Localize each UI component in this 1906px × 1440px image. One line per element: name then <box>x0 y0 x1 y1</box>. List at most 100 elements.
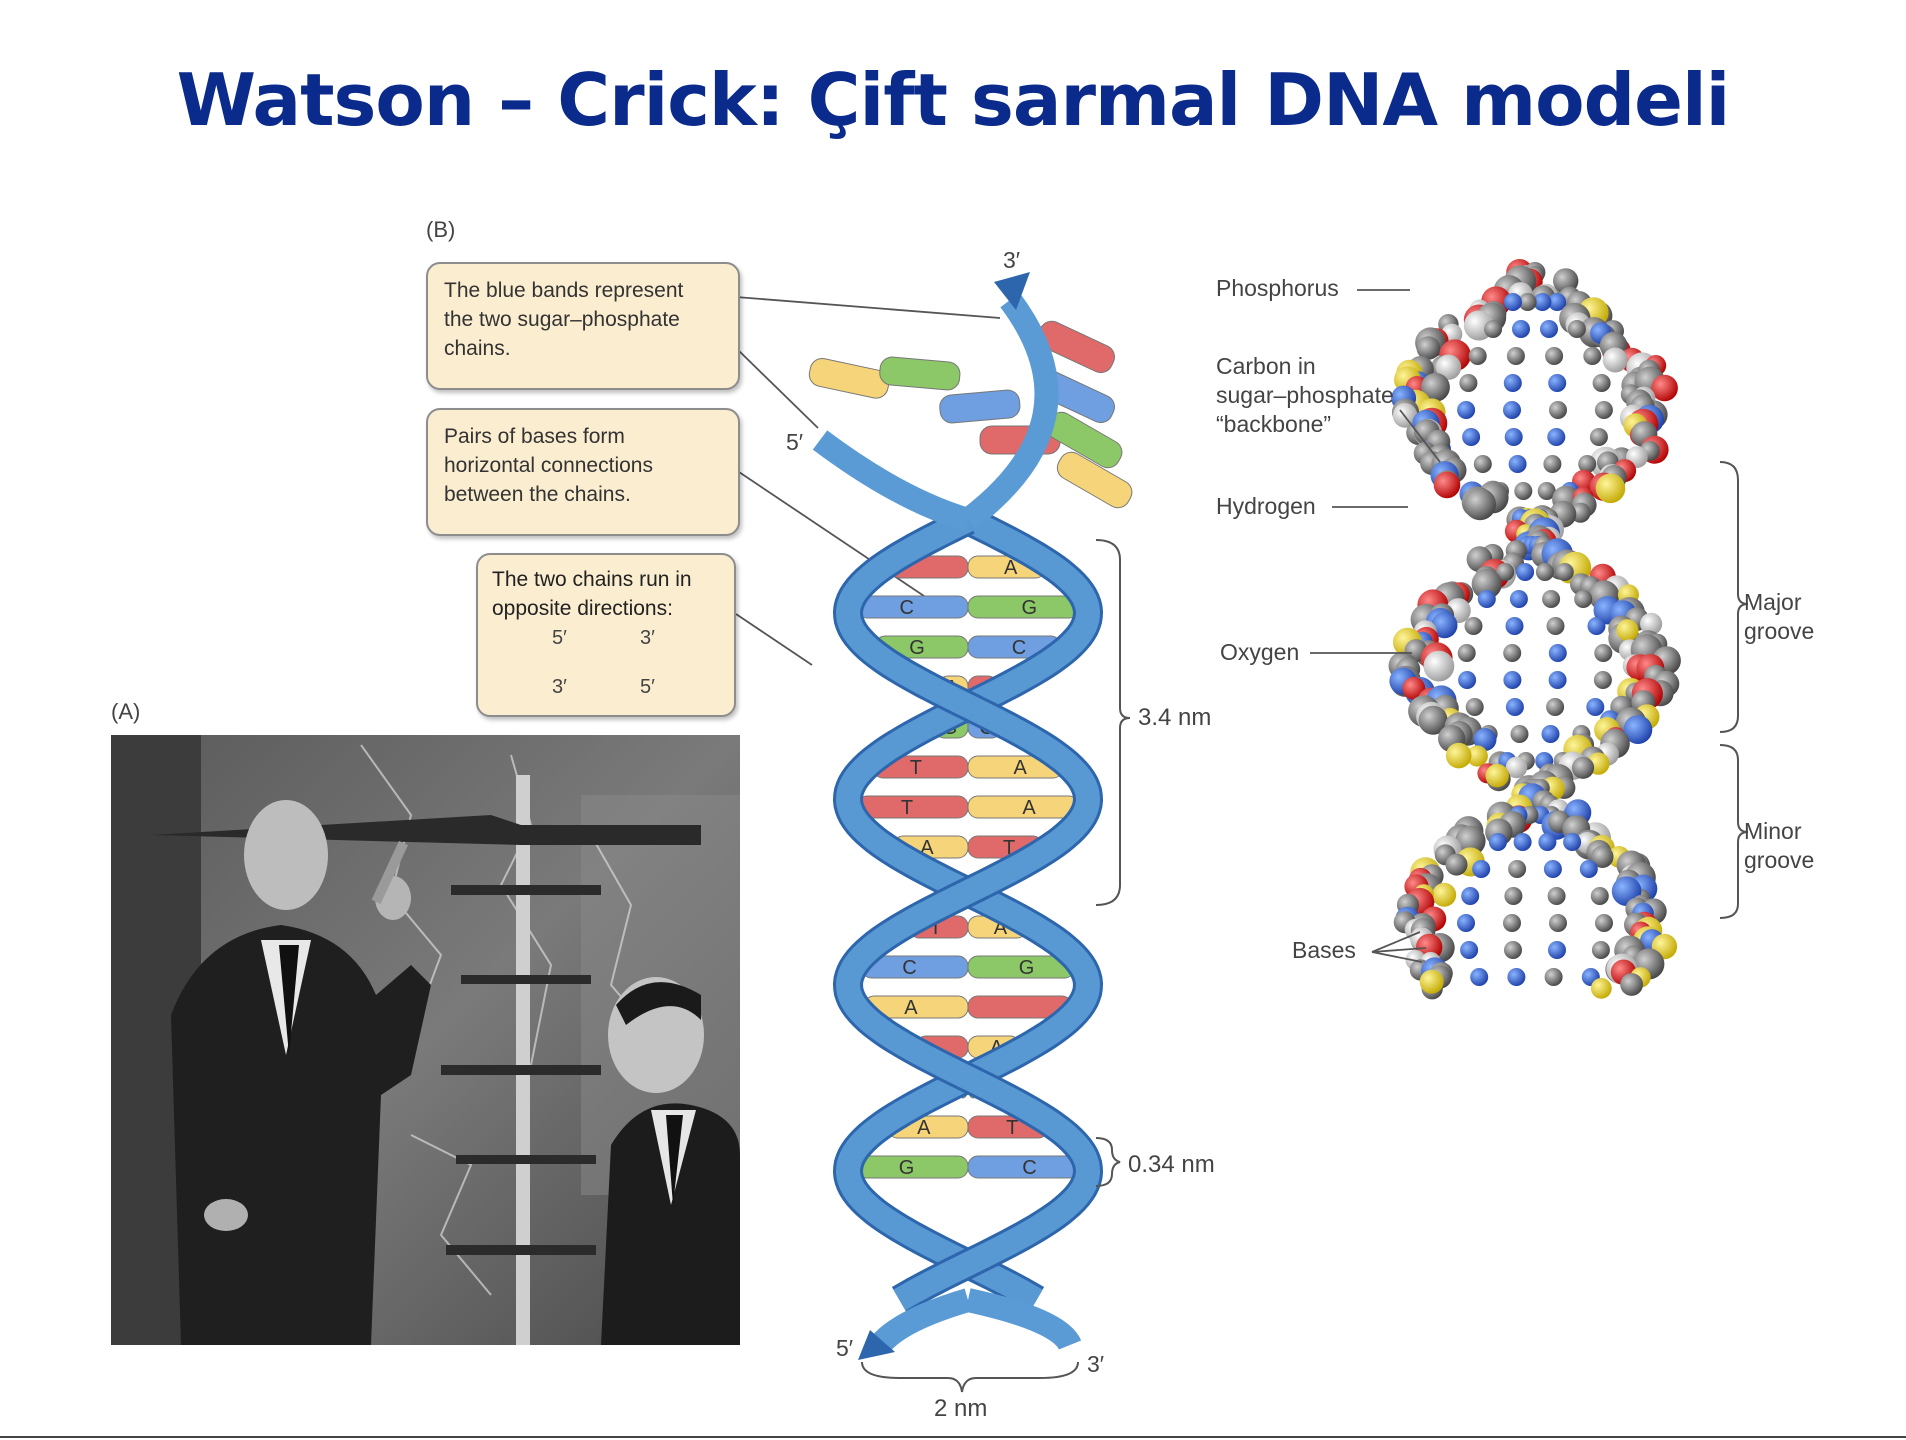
free-base <box>1056 451 1133 509</box>
atom <box>1591 941 1610 959</box>
label-oxygen: Oxygen <box>1220 639 1300 665</box>
base-letter: G <box>899 1157 915 1179</box>
label-major-groove-line: groove <box>1744 618 1815 644</box>
atom <box>1505 756 1528 779</box>
atom <box>1547 887 1566 905</box>
atom <box>1549 914 1567 932</box>
atom <box>1593 671 1612 689</box>
strand-end-bottom-left: 5′ <box>836 1335 854 1361</box>
atom <box>1543 455 1562 473</box>
atom <box>1504 428 1523 446</box>
atom <box>1423 650 1455 682</box>
atom <box>1509 590 1528 608</box>
base-letter: C <box>1022 1157 1036 1179</box>
panel-b-label: (B) <box>426 217 456 242</box>
atom <box>1508 860 1527 878</box>
atom <box>1544 968 1563 986</box>
base-letter: C <box>902 957 916 979</box>
atom <box>1563 833 1582 851</box>
free-base <box>939 389 1021 424</box>
atom <box>1402 676 1426 700</box>
atom <box>1583 347 1602 365</box>
atom <box>1518 293 1537 311</box>
atom <box>1594 644 1613 662</box>
base-letter: A <box>1004 557 1018 579</box>
atom <box>1473 728 1497 751</box>
atom <box>1473 455 1492 473</box>
sugar-phosphate-ribbon-top <box>960 292 1059 530</box>
base-pair: A <box>863 995 1073 1019</box>
atom <box>1445 853 1468 876</box>
atom <box>1535 563 1554 581</box>
atom <box>1445 742 1472 769</box>
atom <box>1503 644 1522 662</box>
atom <box>1496 563 1515 581</box>
atom <box>1547 428 1566 446</box>
atom <box>1516 563 1535 581</box>
helix-pitch-label: 3.4 nm <box>1138 704 1212 731</box>
atom <box>1505 698 1524 716</box>
panel-a-label: (A) <box>111 699 141 724</box>
atom <box>1464 617 1483 635</box>
atom <box>1651 374 1678 402</box>
atom <box>1542 590 1561 608</box>
strand-end-top: 3′ <box>1003 247 1021 273</box>
label-major-groove-line: Major <box>1744 589 1802 615</box>
base-letter: T <box>901 797 913 819</box>
atom <box>1545 347 1564 365</box>
atom <box>1578 455 1597 473</box>
atom <box>1548 374 1567 392</box>
base-letter: G <box>1021 597 1037 619</box>
strand-end-left: 5′ <box>786 429 804 455</box>
atom <box>1503 671 1522 689</box>
atom <box>1503 914 1521 932</box>
strand-arrowhead <box>858 1330 895 1360</box>
atom <box>1468 347 1487 365</box>
label-carbon-line: Carbon in <box>1216 353 1316 379</box>
label-bases: Bases <box>1292 937 1356 963</box>
atom <box>1488 833 1507 851</box>
callout-line: The two chains run in <box>492 568 692 591</box>
atom <box>1503 374 1522 392</box>
atom <box>1620 973 1643 996</box>
callout-directions: The two chains run in opposite direction… <box>476 553 736 717</box>
atom <box>1416 336 1441 360</box>
atom <box>1458 671 1477 689</box>
atom <box>1623 715 1653 744</box>
watson-crick-photo <box>111 735 740 1345</box>
strand-end-bottom-right: 3′ <box>1087 1351 1105 1377</box>
atom <box>1548 671 1567 689</box>
atom <box>1546 698 1565 716</box>
sugar-phosphate-ribbon-top <box>812 430 972 532</box>
atom <box>1537 482 1556 500</box>
base-letter: T <box>1006 1117 1018 1139</box>
atom <box>1616 619 1639 642</box>
atom <box>1484 320 1503 338</box>
slide-title: Watson – Crick: Çift sarmal DNA modeli <box>176 58 1731 142</box>
sugar-phosphate-ribbon <box>835 509 1101 1311</box>
atom <box>1504 887 1523 905</box>
atom <box>1461 887 1480 905</box>
callout-sugar-phosphate: The blue bands represent the two sugar–p… <box>426 262 740 390</box>
atom <box>1548 941 1566 959</box>
atom <box>1419 969 1444 994</box>
atom <box>1466 745 1488 767</box>
atom <box>1540 320 1558 338</box>
atom <box>1546 617 1565 635</box>
atom <box>1460 941 1479 959</box>
atom <box>1471 568 1502 600</box>
atom <box>1504 941 1522 959</box>
atom <box>1459 374 1478 392</box>
atom <box>1571 756 1595 779</box>
atom <box>1548 293 1567 311</box>
atom <box>1477 590 1496 608</box>
atom <box>1590 977 1612 999</box>
base-letter: A <box>1022 797 1036 819</box>
label-minor-groove: Minor groove <box>1744 817 1814 875</box>
sugar-phosphate-ribbon-bottom <box>965 1288 1082 1351</box>
base-letter: T <box>910 757 922 779</box>
atom <box>1510 725 1529 743</box>
atom <box>1548 644 1567 662</box>
atom <box>1432 882 1457 907</box>
